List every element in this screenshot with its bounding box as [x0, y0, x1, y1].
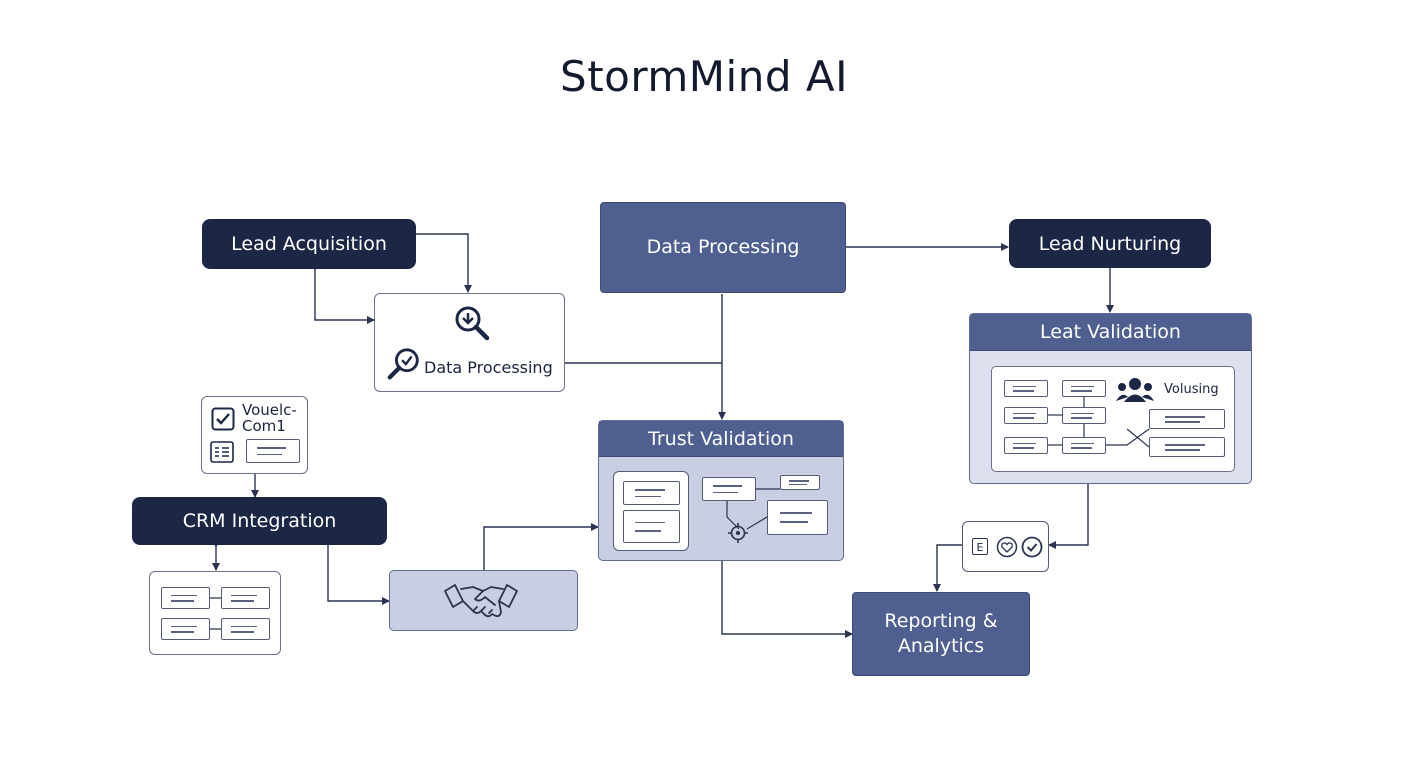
mini-doc [246, 439, 300, 463]
node-lead-nurturing-label: Lead Nurturing [1038, 232, 1182, 255]
status-widget[interactable]: E [962, 521, 1049, 572]
edge-validation-to-status [1048, 484, 1089, 549]
mini-doc [1062, 407, 1106, 424]
search-check-icon [387, 348, 419, 380]
status-letter-badge: E [972, 538, 988, 555]
node-reporting-label-line1: Reporting & [884, 610, 998, 632]
node-reporting-label-line2: Analytics [897, 635, 985, 657]
page-title: StormMind AI [560, 52, 848, 101]
validation-links [1048, 397, 1150, 448]
mini-doc [1149, 409, 1225, 429]
node-crm-integration-label: CRM Integration [182, 510, 337, 532]
vouelc-label-line1: Vouelc- [242, 401, 297, 419]
trust-docs-frame [613, 471, 689, 551]
mini-doc [1149, 437, 1225, 457]
node-data-processing-main-label: Data Processing [646, 236, 800, 258]
mini-doc [780, 475, 820, 490]
node-lead-nurturing[interactable]: Lead Nurturing [1009, 219, 1211, 268]
node-trust-validation-header: Trust Validation [599, 421, 843, 457]
edge-acq-to-card [416, 233, 472, 293]
check-circle-icon [1021, 536, 1043, 558]
node-data-processing-card-label: Data Processing [424, 358, 553, 377]
node-trust-validation[interactable]: Trust Validation [598, 420, 844, 561]
trust-links [726, 488, 780, 530]
edge-acq-card-loop [311, 263, 375, 324]
mini-doc [767, 500, 828, 535]
node-data-processing-main[interactable]: Data Processing [600, 202, 846, 293]
node-lead-acquisition-label: Lead Acquisition [231, 233, 387, 255]
node-data-processing-card[interactable]: Data Processing [374, 293, 565, 392]
edge-crm-to-handshake [327, 545, 390, 605]
node-trust-validation-label: Trust Validation [648, 427, 794, 450]
node-handshake[interactable] [389, 570, 578, 631]
node-leat-validation[interactable]: Leat Validation Volusing [969, 313, 1252, 484]
mini-doc [1004, 407, 1048, 424]
node-crm-integration[interactable]: CRM Integration [132, 497, 387, 545]
node-lead-acquisition[interactable]: Lead Acquisition [202, 219, 416, 269]
edge-trust-to-reporting [721, 561, 853, 638]
mini-doc [221, 618, 270, 640]
node-leat-validation-header: Leat Validation [970, 314, 1251, 351]
gear-icon [728, 523, 748, 543]
mini-doc [161, 618, 210, 640]
mini-doc [623, 481, 680, 505]
checkbox-icon [211, 407, 235, 431]
mini-doc [1004, 380, 1048, 397]
edge-status-to-reporting [933, 544, 962, 592]
crm-table [149, 571, 281, 655]
search-check-icon [455, 306, 490, 341]
validation-panel: Volusing [991, 366, 1235, 472]
mini-doc [161, 587, 210, 609]
people-icon [1116, 378, 1154, 402]
mini-doc [623, 510, 680, 543]
mini-doc [1062, 380, 1106, 397]
crm-table-links [210, 597, 221, 630]
edge-handshake-to-trust [480, 523, 599, 577]
list-icon [210, 441, 234, 463]
volusing-label: Volusing [1164, 382, 1219, 397]
mini-doc [702, 477, 756, 501]
node-leat-validation-label: Leat Validation [1040, 321, 1181, 343]
node-reporting-analytics[interactable]: Reporting & Analytics [852, 592, 1030, 676]
mini-doc [221, 587, 270, 609]
node-vouelc[interactable]: Vouelc- Com1 [201, 396, 308, 474]
heart-icon [996, 536, 1018, 558]
mini-doc [1004, 437, 1048, 454]
mini-doc [1062, 437, 1106, 454]
handshake-icon [444, 584, 518, 618]
vouelc-label-line2: Com1 [242, 417, 286, 435]
